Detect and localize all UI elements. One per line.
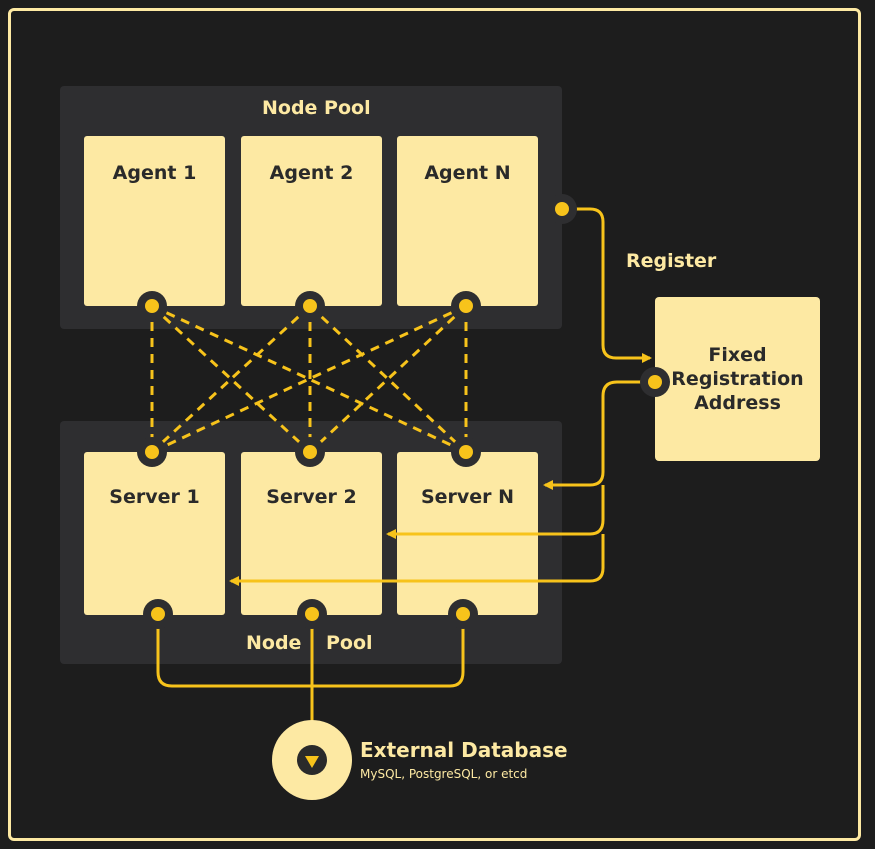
mesh-a1-sn: [151, 304, 467, 454]
agent-n-label: Agent N: [424, 162, 511, 184]
server-1-bottom-port: [143, 599, 173, 629]
registration-box-line-2: Registration: [671, 368, 804, 390]
server-2-bottom-port: [297, 599, 327, 629]
agent-n-port: [451, 291, 481, 321]
registration-to-servers: [229, 380, 655, 586]
server-2-top-port: [295, 437, 325, 467]
server-1-node: Server 1: [84, 452, 225, 615]
mesh-a1-s2: [150, 304, 312, 454]
registration-box-line-1: Fixed: [708, 344, 767, 366]
connection-ports: [137, 194, 670, 629]
registration-box-text: Fixed Registration Address: [671, 343, 803, 415]
reg-to-server-2: [386, 485, 605, 539]
reg-to-server-1: [229, 534, 605, 586]
agent-server-mesh: [150, 304, 468, 454]
server-1-top-port: [137, 437, 167, 467]
server-2-label: Server 2: [266, 486, 357, 508]
agent-1-node: Agent 1: [84, 136, 225, 306]
agent-2-port: [295, 291, 325, 321]
server-n-label: Server N: [420, 486, 515, 508]
database-title: External Database: [360, 738, 568, 762]
register-edge-label: Register: [626, 250, 717, 272]
database-subtitle: MySQL, PostgreSQL, or etcd: [360, 767, 528, 781]
agent-1-port: [137, 291, 167, 321]
registration-port: [640, 367, 670, 397]
server-pool-title-right: Pool: [326, 632, 373, 654]
agent-pool-register-port: [547, 194, 577, 224]
mesh-a2-sn: [308, 304, 468, 454]
fixed-registration-address-box: Fixed Registration Address: [655, 297, 820, 461]
agent-pool-title: Node Pool: [262, 97, 371, 119]
database-icon: [272, 720, 352, 800]
register-arrow: [562, 207, 652, 363]
server-2-node: Server 2: [241, 452, 382, 615]
reg-to-server-n: [543, 380, 655, 490]
agent-2-label: Agent 2: [269, 162, 354, 184]
agent-n-node: Agent N: [397, 136, 538, 306]
server-1-label: Server 1: [109, 486, 200, 508]
server-n-top-port: [451, 437, 481, 467]
agent-2-node: Agent 2: [241, 136, 382, 306]
registration-box-line-3: Address: [694, 392, 781, 414]
agent-1-label: Agent 1: [112, 162, 197, 184]
mesh-an-s1: [151, 304, 467, 454]
mesh-a2-s1: [150, 304, 312, 454]
server-pool-title-left: Node: [246, 632, 302, 654]
server-n-bottom-port: [448, 599, 478, 629]
mesh-an-s2: [308, 304, 468, 454]
